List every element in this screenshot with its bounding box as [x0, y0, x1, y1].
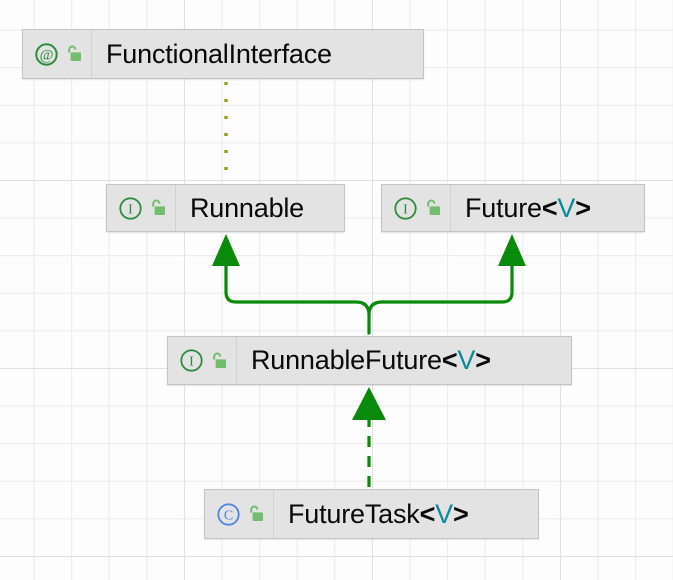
svg-text:I: I [403, 202, 408, 217]
generic-open-bracket: < [441, 345, 458, 375]
unlocked-padlock-icon [152, 199, 165, 215]
generic-open-bracket: < [419, 498, 436, 529]
node-label: Runnable [176, 192, 320, 223]
unlocked-padlock-icon [213, 352, 226, 368]
node-icon-group: I [107, 185, 176, 231]
svg-text:I: I [189, 354, 194, 369]
interface-icon: I [180, 349, 203, 372]
interface-icon: I [394, 196, 417, 220]
generic-open-bracket: < [541, 192, 558, 223]
class-icon: C [217, 502, 240, 526]
node-icon-group: @ [23, 30, 92, 78]
arrowhead-into-runnable [212, 234, 240, 266]
node-runnable-future[interactable]: I RunnableFuture<V> [167, 336, 572, 385]
generic-close-bracket: > [575, 192, 591, 223]
unlocked-padlock-icon [427, 199, 440, 215]
annotation-icon: @ [35, 42, 58, 66]
interface-icon: I [119, 196, 142, 220]
svg-text:I: I [128, 202, 133, 217]
generic-param: V [457, 345, 476, 375]
node-label: FunctionalInterface [92, 38, 348, 69]
node-label-text: Runnable [190, 192, 304, 223]
node-icon-group: I [168, 337, 237, 384]
node-label-text: RunnableFuture [251, 345, 442, 375]
arrowhead-into-runnablefuture [352, 387, 386, 420]
node-label: FutureTask<V> [274, 498, 485, 529]
unlocked-padlock-icon [68, 45, 81, 61]
generic-param: V [557, 192, 576, 223]
arrowhead-into-future [498, 234, 526, 266]
node-label: RunnableFuture<V> [237, 347, 507, 374]
unlocked-padlock-icon [250, 505, 263, 521]
node-future[interactable]: I Future<V> [381, 184, 645, 232]
generic-close-bracket: > [475, 345, 491, 375]
svg-text:C: C [224, 508, 233, 523]
node-label-text: FutureTask [288, 498, 420, 529]
node-label-text: Future [465, 192, 542, 223]
generic-param: V [435, 498, 453, 529]
node-runnable[interactable]: I Runnable [106, 184, 345, 232]
node-icon-group: I [382, 185, 451, 231]
generic-close-bracket: > [452, 498, 469, 529]
node-future-task[interactable]: C FutureTask<V> [204, 489, 539, 539]
node-icon-group: C [205, 490, 274, 538]
node-label-text: FunctionalInterface [106, 38, 332, 69]
node-label: Future<V> [451, 192, 607, 223]
node-functional-interface[interactable]: @ FunctionalInterface [22, 29, 424, 79]
edge-extends-runnablefuture-branch [224, 264, 514, 335]
svg-text:@: @ [40, 47, 54, 63]
